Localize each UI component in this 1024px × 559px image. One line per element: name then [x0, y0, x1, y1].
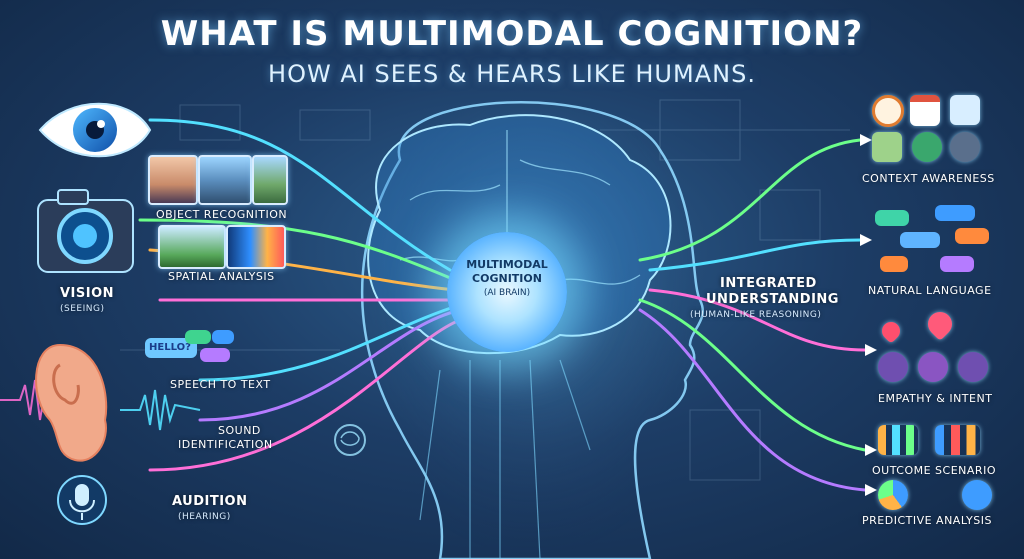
face-image — [148, 155, 198, 205]
spectrum-image — [226, 225, 286, 269]
natural-language-label: NATURAL LANGUAGE — [868, 284, 992, 297]
person-icon — [918, 352, 948, 382]
center-label-line1: MULTIMODAL — [466, 258, 548, 271]
center-label: MULTIMODAL COGNITION (AI BRAIN) — [447, 258, 567, 300]
person-icon — [958, 352, 988, 382]
speech-to-text-label: SPEECH TO TEXT — [170, 378, 271, 391]
chat-bubble-icon — [935, 205, 975, 221]
pie-chart-icon — [878, 480, 908, 510]
chat-bubble-icon — [900, 232, 940, 248]
chat-bubble-icon — [200, 348, 230, 362]
outcome-scenario-label: OUTCOME SCENARIO — [872, 464, 996, 477]
chart-icon — [950, 95, 980, 125]
hello-bubble — [145, 338, 197, 358]
microphone-icon — [57, 475, 107, 525]
spatial-analysis-label: SPATIAL ANALYSIS — [168, 270, 275, 283]
chat-bubble-icon — [212, 330, 234, 344]
ear-icon — [35, 343, 108, 462]
object-recognition-label: OBJECT RECOGNITION — [156, 208, 288, 221]
person-icon — [962, 480, 992, 510]
clock-icon — [872, 95, 904, 127]
output-streams — [638, 138, 867, 492]
person-icon — [878, 352, 908, 382]
brain-symbol-icon — [334, 424, 366, 456]
center-label-line3: (AI BRAIN) — [483, 288, 531, 298]
predictive-analysis-label: PREDICTIVE ANALYSIS — [862, 514, 992, 527]
chat-bubble-icon — [875, 210, 909, 226]
chat-bubble-icon — [880, 256, 908, 272]
output-arrowheads — [860, 134, 877, 496]
empathy-intent-label: EMPATHY & INTENT — [878, 392, 993, 405]
tree-image — [158, 225, 226, 269]
ai-brain-core — [447, 232, 567, 352]
center-label-line2: COGNITION — [472, 272, 542, 285]
camera-icon — [37, 189, 134, 273]
page-subtitle: HOW AI SEES & HEARS LIKE HUMANS. — [268, 60, 756, 88]
audition-label: AUDITION — [172, 494, 248, 509]
hello-bubble-text: HELLO? — [149, 342, 191, 353]
chat-bubble-icon — [955, 228, 989, 244]
sound-identification-label-line1: SOUND — [218, 424, 261, 437]
vision-sub-label: (SEEING) — [60, 304, 105, 314]
waveform-middle — [120, 389, 201, 431]
city-image — [198, 155, 252, 205]
chat-bubble-icon — [940, 256, 974, 272]
audition-sub-label: (HEARING) — [178, 512, 231, 522]
bar-chart-icon — [878, 425, 918, 455]
sound-identification-label-line2: IDENTIFICATION — [178, 438, 273, 451]
globe-icon — [912, 132, 942, 162]
integrated-label-line2: UNDERSTANDING — [706, 292, 839, 307]
integrated-label-line1: INTEGRATED — [720, 276, 817, 291]
bar-chart-icon — [935, 425, 980, 455]
vision-label: VISION — [60, 286, 115, 301]
map-icon — [872, 132, 902, 162]
chat-bubble-icon — [185, 330, 211, 344]
context-awareness-label: CONTEXT AWARENESS — [862, 172, 995, 185]
integrated-label-line3: (HUMAN-LIKE REASONING) — [690, 310, 822, 320]
calendar-icon — [910, 95, 940, 126]
page-title: WHAT IS MULTIMODAL COGNITION? — [160, 14, 864, 54]
gear-icon — [950, 132, 980, 162]
landscape-image — [252, 155, 288, 205]
eye-icon — [38, 102, 152, 158]
